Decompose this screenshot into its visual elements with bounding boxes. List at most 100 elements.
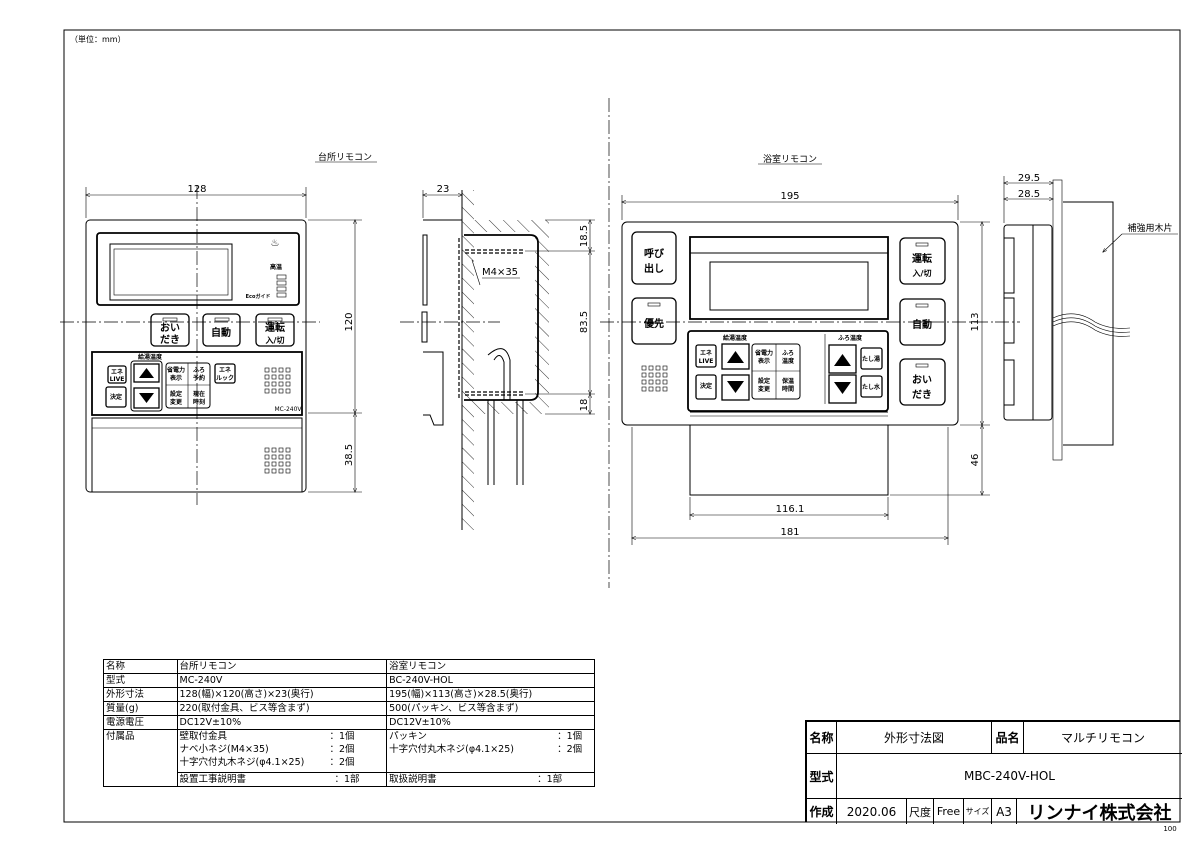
bath-yusen-button[interactable]: 優先 (631, 297, 677, 345)
svg-text:予約: 予約 (193, 374, 205, 382)
kitchen-view-title: 台所リモコン (318, 151, 372, 163)
dim-bath-inner: 116.1 (776, 504, 805, 515)
speaker-hole (285, 468, 291, 474)
table-cell: 500(パッキン、ビス等含まず) (386, 701, 595, 716)
speaker-hole (278, 381, 284, 387)
bath-furo-up-button[interactable] (828, 344, 857, 374)
speaker-hole (271, 468, 277, 474)
svg-text:現在: 現在 (193, 390, 205, 398)
speaker-hole (271, 454, 277, 460)
title-block: 名称 外形寸法図 品名 マルチリモコン 型式 MBC-240V-HOL 作成 2… (805, 720, 1182, 824)
svg-text:時間: 時間 (782, 385, 794, 393)
screw-label: M4×35 (482, 267, 518, 278)
page-code: 100 (1163, 825, 1176, 833)
kitchen-jido-button[interactable]: 自動 (202, 313, 241, 347)
bath-tashiyu-button[interactable]: たし湯 (860, 347, 883, 370)
kitchen-kettei-button[interactable]: 決定 (105, 386, 127, 408)
svg-text:時刻: 時刻 (193, 398, 205, 406)
table-header: 浴室リモコン (386, 659, 595, 674)
svg-text:LIVE: LIVE (110, 376, 125, 383)
eco-icon: ♨ (271, 238, 280, 249)
svg-text:給湯温度: 給湯温度 (723, 334, 748, 342)
svg-text:設定: 設定 (170, 390, 182, 398)
kitchen-temp-down-button[interactable] (133, 387, 160, 409)
speaker-hole (271, 381, 277, 387)
bath-unten-button[interactable]: 運転 入/切 (899, 237, 946, 285)
table-cell: 外形寸法 (103, 687, 178, 702)
table-cell: 220(取付金具、ビス等含まず) (176, 701, 388, 716)
dim-bath-height: 113 (970, 312, 981, 331)
speaker-hole (285, 461, 291, 467)
dim-kitchen-height: 120 (344, 312, 355, 331)
drawing-frame (63, 29, 1181, 823)
speaker-hole (655, 372, 661, 378)
bath-temp-down-button[interactable] (721, 374, 750, 401)
svg-text:運転: 運転 (912, 252, 932, 265)
svg-text:たし水: たし水 (862, 383, 881, 391)
bath-furo-ondo-button[interactable]: ふろ温度 (782, 350, 795, 365)
kitchen-remote-front: ♨ 高温 Ecoガイド おい だき 自動 運転 入/切 給湯温度 エネ LIVE… (85, 219, 307, 493)
speaker-hole (648, 379, 654, 385)
kitchen-unten-button[interactable]: 運転 入/切 (255, 313, 295, 347)
speaker-hole (271, 388, 277, 394)
kitchen-oidaki-button[interactable]: おい だき (150, 313, 190, 347)
dim-kitchen-cover: 38.5 (344, 444, 355, 466)
bath-furo-down-button[interactable] (828, 374, 857, 404)
unit-note: （単位：mm） (70, 34, 126, 44)
speaker-hole (278, 447, 284, 453)
svg-text:ふろ温度: ふろ温度 (838, 334, 863, 342)
drawing-name: 外形寸法図 (837, 722, 992, 754)
svg-text:決定: 決定 (700, 382, 712, 390)
speaker-hole (655, 386, 661, 392)
speaker-hole (285, 374, 291, 380)
created-label: 作成 (807, 799, 837, 824)
kitchen-accessories: 壁取付金具：1個 ナベ小ネジ(M4×35)：2個 十字穴付丸木ネジ(φ4.1×2… (176, 729, 388, 773)
kitchen-ene-live-button[interactable]: エネ LIVE (107, 365, 127, 384)
table-cell: 質量(g) (103, 701, 178, 716)
scale-value: Free (934, 799, 964, 824)
table-cell: 付属品 (103, 729, 178, 787)
speaker-hole (271, 447, 277, 453)
speaker-hole (641, 365, 647, 371)
kitchen-temp-up-button[interactable] (133, 363, 160, 383)
bath-yobidashi-button[interactable]: 呼び 出し (631, 231, 677, 285)
speaker-hole (285, 388, 291, 394)
bath-jido-button[interactable]: 自動 (899, 298, 946, 346)
svg-text:決定: 決定 (110, 393, 122, 401)
dim-kitchen-mid: 83.5 (579, 311, 590, 333)
bath-oidaki-button[interactable]: おい だき (899, 358, 946, 406)
speaker-hole (278, 367, 284, 373)
kitchen-manual: 設置工事説明書：1部 (176, 772, 388, 787)
speaker-hole (285, 381, 291, 387)
bath-tashimizu-button[interactable]: たし水 (860, 375, 883, 398)
svg-text:エネ: エネ (700, 349, 712, 357)
speaker-hole (278, 468, 284, 474)
speaker-hole (264, 381, 270, 387)
speaker-hole (641, 372, 647, 378)
svg-text:ふろ: ふろ (193, 367, 205, 374)
table-header: 名称 (103, 659, 178, 674)
table-row: 付属品 壁取付金具：1個 ナベ小ネジ(M4×35)：2個 十字穴付丸木ネジ(φ4… (103, 729, 595, 787)
bath-manual: 取扱説明書：1部 (386, 772, 595, 787)
speaker-hole (271, 367, 277, 373)
speaker-hole (271, 461, 277, 467)
svg-text:省電力: 省電力 (166, 366, 185, 374)
speaker-hole (662, 365, 668, 371)
kitchen-model-label: MC-240V (274, 406, 302, 413)
bath-temp-up-button[interactable] (721, 343, 750, 370)
table-cell: DC12V±10% (176, 715, 388, 730)
bath-kettei-button[interactable]: 決定 (695, 374, 717, 400)
speaker-holes (641, 365, 668, 392)
kitchen-ene-look-button[interactable]: エネ ルック (214, 363, 236, 384)
speaker-hole (264, 374, 270, 380)
model-label: 型式 (807, 754, 837, 799)
